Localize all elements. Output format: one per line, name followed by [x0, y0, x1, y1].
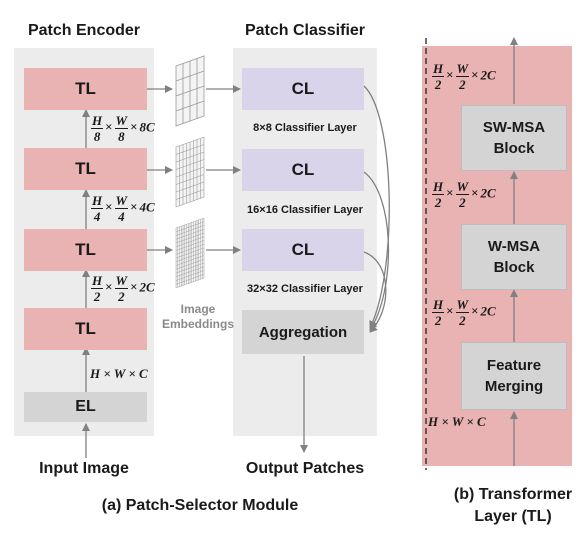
curve-cl1-to-aggregation [363, 85, 390, 329]
classifier-layer-label-32: 32×32 Classifier Layer [247, 283, 363, 295]
caption-transformer-line1: (b) Transformer [453, 486, 573, 503]
el-label: EL [75, 398, 96, 415]
tl-block-3: TL [24, 229, 147, 271]
cl-block-3: CL [242, 229, 364, 271]
input-image-label: Input Image [39, 460, 129, 477]
cl-label: CL [291, 240, 315, 259]
embedding-grid-8 [175, 55, 205, 127]
transformer-dim-label-input: H × W × C [428, 414, 486, 429]
wmsa-line2: Block [493, 259, 535, 276]
feature-merging-line2: Merging [484, 378, 544, 395]
caption-patch-selector: (a) Patch-Selector Module [101, 497, 299, 514]
tl-block-4: TL [24, 308, 147, 350]
tl-block-2: TL [24, 148, 147, 190]
embedding-grid-16 [175, 136, 205, 208]
cl-label: CL [291, 79, 315, 98]
caption-transformer-layer: (b) Transformer Layer (TL) [438, 484, 587, 528]
el-block: EL [24, 392, 147, 422]
swmsa-line1: SW-MSA [482, 119, 546, 136]
tl-block-1: TL [24, 68, 147, 110]
curve-cl2-to-aggregation [363, 171, 390, 331]
tl-label: TL [75, 319, 96, 338]
wmsa-line1: W-MSA [487, 238, 541, 255]
patch-encoder-title: Patch Encoder [27, 22, 141, 39]
output-patches-label: Output Patches [245, 460, 365, 477]
swmsa-line2: Block [493, 140, 535, 157]
tl-label: TL [75, 240, 96, 259]
classifier-layer-label-8: 8×8 Classifier Layer [253, 122, 357, 134]
caption-transformer-line2: Layer (TL) [474, 508, 552, 525]
aggregation-label: Aggregation [258, 323, 348, 341]
swmsa-block: SW-MSA Block [461, 105, 567, 171]
cl-block-2: CL [242, 149, 364, 191]
aggregation-block: Aggregation [242, 310, 364, 354]
image-embeddings-line2: Embeddings [161, 317, 234, 331]
classifier-layer-label-16: 16×16 Classifier Layer [247, 204, 363, 216]
encoder-dim-label-4: H × W × C [90, 366, 148, 381]
embedding-grid-32 [175, 217, 205, 289]
curve-cl3-to-aggregation [363, 251, 387, 333]
image-embeddings-label: Image Embeddings [160, 302, 236, 332]
feature-merging-block: Feature Merging [461, 342, 567, 410]
tl-label: TL [75, 159, 96, 178]
feature-merging-line1: Feature [486, 357, 542, 374]
patch-classifier-title: Patch Classifier [244, 22, 366, 39]
cl-label: CL [291, 160, 315, 179]
wmsa-block: W-MSA Block [461, 224, 567, 290]
cl-block-1: CL [242, 68, 364, 110]
image-embeddings-line1: Image [180, 302, 216, 316]
tl-label: TL [75, 79, 96, 98]
